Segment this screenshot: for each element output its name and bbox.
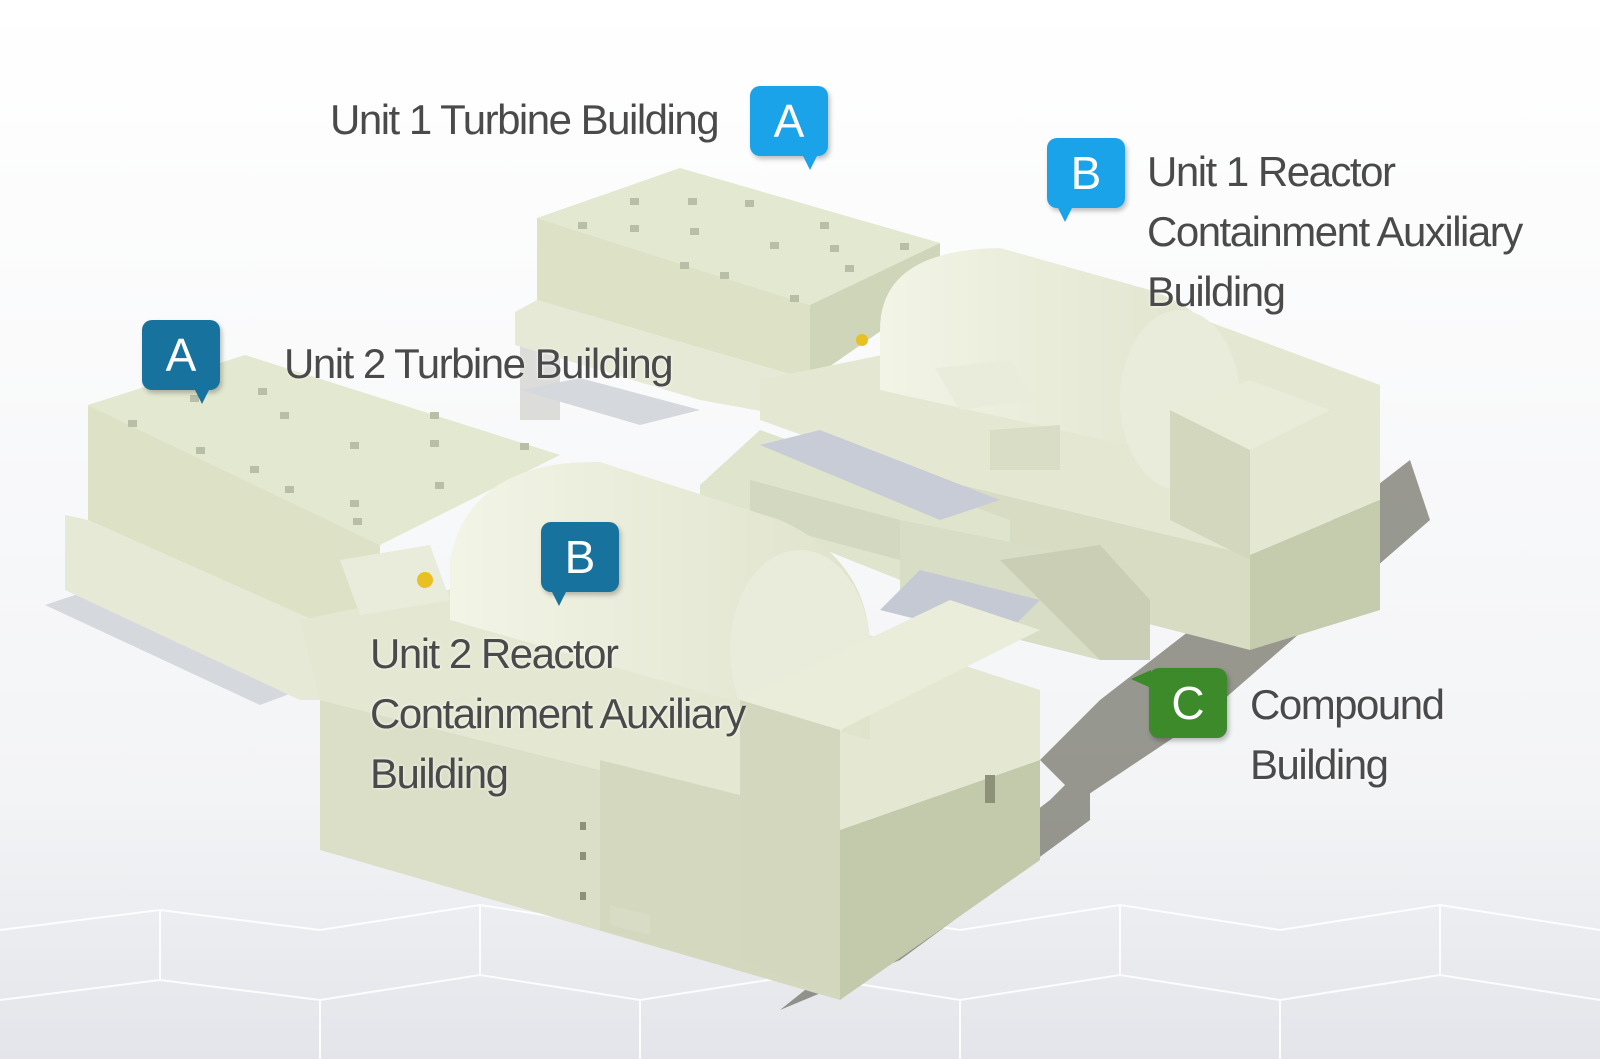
label-unit1-turbine-building: Unit 1 Turbine Building — [330, 96, 720, 143]
badge-b-unit1-reactor: B — [1047, 138, 1125, 222]
label-unit2-turbine-building: Unit 2 Turbine Building — [284, 340, 674, 387]
ground-pads — [45, 378, 700, 705]
label-compound-building: Compound Building — [1250, 681, 1445, 788]
compound-building — [700, 430, 1150, 660]
unit1-turbine-front — [537, 218, 810, 380]
badge-a-unit2-turbine: A — [142, 320, 220, 404]
label-unit2-reactor-containment-auxiliary-building: Unit 2 Reactor Containment Auxiliary Bui… — [370, 630, 746, 797]
badge-c-compound: C — [1131, 668, 1227, 738]
unit2-turbine-front — [88, 405, 380, 650]
badge-b-unit2-reactor: B — [541, 522, 619, 606]
badge-a-unit1-turbine: A — [750, 86, 828, 170]
label-unit1-reactor-containment-auxiliary-building: Unit 1 Reactor Containment Auxiliary Bui… — [1147, 148, 1523, 315]
